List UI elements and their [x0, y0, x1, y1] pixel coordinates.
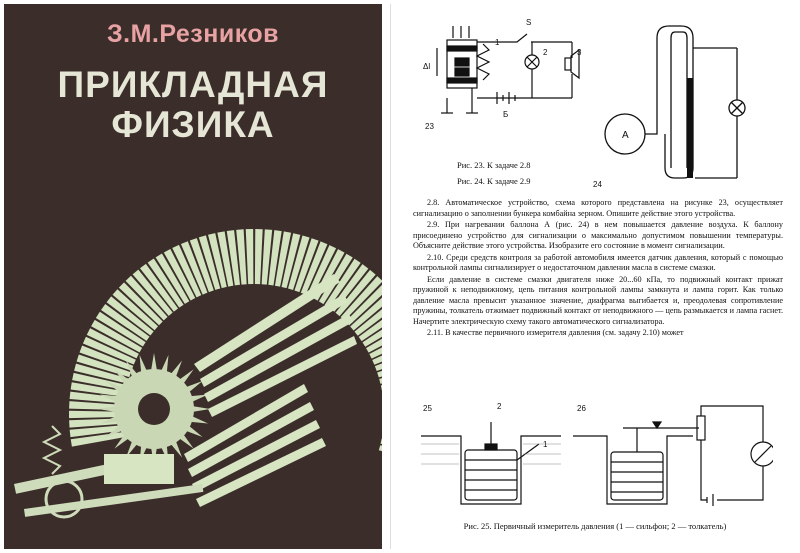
fig25-label-2: 2 — [497, 402, 502, 411]
fig23-label-1: 1 — [495, 38, 500, 47]
cover-author: З.М.Резников — [106, 20, 280, 48]
fig23-label-s: S — [526, 18, 532, 27]
gear — [98, 353, 210, 465]
fig24-label-a: A — [622, 130, 629, 141]
paragraph: 2.11. В качестве первичного измерителя д… — [427, 328, 684, 337]
dial-ring — [69, 229, 382, 452]
fig25-label-1: 1 — [543, 440, 548, 449]
fig24-number: 24 — [593, 180, 602, 189]
spring — [41, 425, 63, 475]
book-page: S 1 2 3 Δl Б 23 A 24 Рис. 23. К задаче 2… — [390, 4, 797, 549]
machinery — [14, 454, 204, 519]
cover-title-line2: ФИЗИКА — [111, 104, 275, 145]
paragraph: 2.10. Среди средств контроля за работой … — [413, 252, 783, 273]
paragraph: Если давление в системе смазки двигателя… — [413, 274, 783, 326]
comb-stripes — [184, 274, 357, 507]
book-cover: З.М.Резников ПРИКЛАДНАЯ ФИЗИКА — [4, 4, 382, 549]
caption-fig23: Рис. 23. К задаче 2.8 — [457, 160, 531, 170]
cover-illustration — [14, 229, 382, 519]
fig23-label-b: Б — [503, 110, 509, 119]
fig23-label-delta: Δl — [423, 62, 431, 71]
cover-title-line1: ПРИКЛАДНАЯ — [57, 64, 329, 105]
fig23-label-3: 3 — [577, 48, 582, 57]
fig23-label-2: 2 — [543, 48, 548, 57]
fig26-number: 26 — [577, 404, 586, 413]
caption-fig24: Рис. 24. К задаче 2.9 — [457, 176, 531, 186]
figure-23 — [436, 26, 580, 114]
figure-24 — [604, 25, 746, 179]
caption-fig25: Рис. 25. Первичный измеритель давления (… — [463, 521, 727, 531]
body-text: 2.8. Автоматическое устройство, схема ко… — [413, 198, 783, 340]
paragraph: 2.8. Автоматическое устройство, схема ко… — [413, 198, 783, 218]
fig23-number: 23 — [425, 122, 434, 131]
figure-25 — [421, 422, 561, 505]
fig25-number: 25 — [423, 404, 432, 413]
figure-26 — [573, 405, 773, 506]
paragraph: 2.9. При нагревании баллона А (рис. 24) … — [413, 220, 783, 250]
